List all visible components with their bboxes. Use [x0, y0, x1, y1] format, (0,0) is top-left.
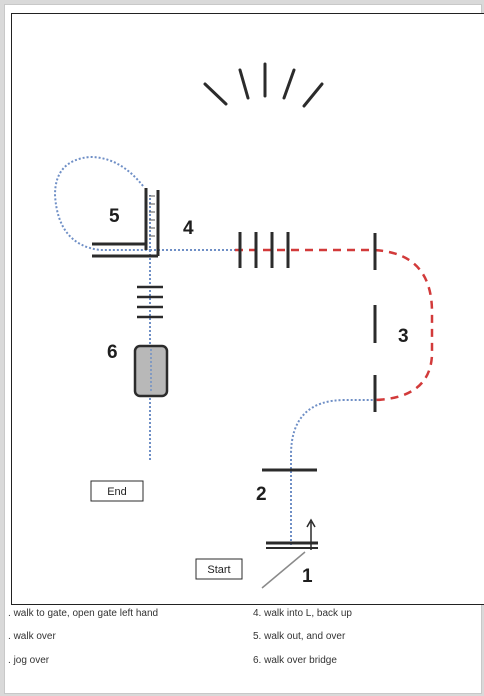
number-5: 5 — [109, 206, 120, 227]
obstacle-1-gate — [261, 518, 318, 589]
legend-item-1: walk to gate, open gate left hand — [13, 608, 159, 619]
ground-poles — [238, 232, 290, 268]
number-1: 1 — [302, 566, 313, 587]
number-6: 6 — [107, 342, 118, 363]
start-box: Start — [195, 558, 243, 580]
legend-left-prefix: . — [8, 608, 14, 619]
legend-left-prefix: . — [8, 655, 14, 666]
course-sheet — [5, 5, 484, 693]
number-4: 4 — [183, 218, 194, 239]
legend-item-6: 6. walk over bridge — [253, 655, 337, 666]
diagram-frame — [11, 13, 484, 605]
number-2: 2 — [256, 484, 267, 505]
legend-item-3: jog over — [13, 655, 50, 666]
number-3: 3 — [398, 326, 409, 347]
legend-item-5: 5. walk out, and over — [253, 631, 346, 642]
legend-left-prefix: . — [8, 631, 14, 642]
end-box: End — [90, 480, 144, 502]
legend-item-4: 4. walk into L, back up — [253, 608, 352, 619]
start-label: Start — [207, 564, 230, 576]
jog-path — [235, 248, 434, 402]
legend: . walk to gate, open gate left hand . wa… — [0, 606, 484, 696]
end-label: End — [107, 486, 127, 498]
walk-path — [53, 155, 375, 545]
judge-marks — [203, 62, 324, 108]
legend-item-2: walk over — [13, 631, 56, 642]
lead-poles — [137, 285, 163, 319]
obstacle-4-l-shape — [92, 188, 160, 258]
